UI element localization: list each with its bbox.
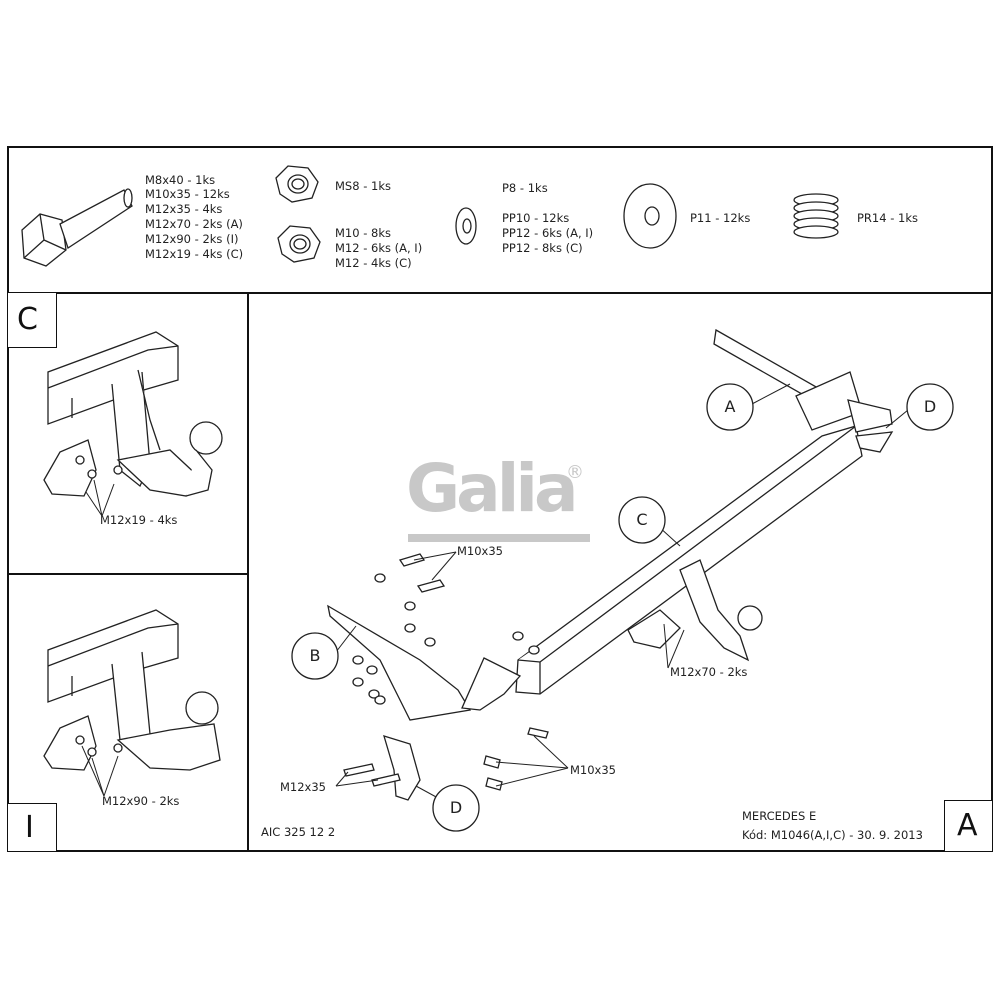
pr14-spec: PR14 - 1ks <box>857 211 918 225</box>
nut-m10-icon <box>277 225 321 263</box>
ms8-spec: MS8 - 1ks <box>335 179 391 193</box>
p11-spec: P11 - 12ks <box>690 211 751 225</box>
label-m12x35: M12x35 <box>280 780 326 794</box>
galia-logo-registered: ® <box>566 462 584 483</box>
ci-divider <box>7 573 248 575</box>
nut-spec-0: M10 - 8ks <box>335 226 391 240</box>
main-letter-box <box>944 800 993 852</box>
panel-c-bolt-label: M12x19 - 4ks <box>100 513 178 527</box>
panel-c-letter-box <box>7 292 57 348</box>
callout-d-bottom: D <box>449 798 463 817</box>
drawing-kod: Kód: M1046(A,I,C) - 30. 9. 2013 <box>742 828 923 842</box>
panel-c-towbar-drawing <box>43 331 223 497</box>
spring-washer-pr14-icon <box>793 193 839 239</box>
panel-i-letter: I <box>25 810 34 845</box>
label-m10x35-bottom: M10x35 <box>570 763 616 777</box>
washer-p8-icon <box>455 207 477 245</box>
nut-spec-1: M12 - 6ks (A, I) <box>335 241 423 255</box>
washer-spec-0: PP10 - 12ks <box>502 211 570 225</box>
left-panel-divider <box>247 292 249 852</box>
nut-ms8-icon <box>275 165 319 203</box>
callout-b: B <box>309 646 321 665</box>
washer-spec-2: PP12 - 8ks (C) <box>502 241 583 255</box>
hardware-divider <box>7 292 993 294</box>
bolt-spec-4: M12x90 - 2ks (I) <box>145 232 239 246</box>
panel-i-bolt-label: M12x90 - 2ks <box>102 794 180 808</box>
bolt-spec-1: M10x35 - 12ks <box>145 187 230 201</box>
bolt-icon <box>21 188 133 267</box>
drawing-frame <box>7 146 993 852</box>
main-towbar-assembly-drawing <box>327 328 894 801</box>
callout-circles <box>291 383 954 832</box>
vehicle-model: MERCEDES E <box>742 809 817 823</box>
p8-spec: P8 - 1ks <box>502 181 548 195</box>
panel-i-letter-box <box>7 803 57 852</box>
bolt-spec-3: M12x70 - 2ks (A) <box>145 217 243 231</box>
callout-d-top: D <box>923 397 937 416</box>
bolt-spec-2: M12x35 - 4ks <box>145 202 223 216</box>
drawing-code: AIC 325 12 2 <box>261 825 336 839</box>
label-m10x35-top: M10x35 <box>457 544 503 558</box>
galia-logo-underline <box>408 534 590 542</box>
panel-i-towbar-drawing <box>43 609 221 771</box>
washer-p11-icon <box>623 183 677 249</box>
bolt-spec-0: M8x40 - 1ks <box>145 173 216 187</box>
callout-c: C <box>636 510 648 529</box>
bolt-spec-5: M12x19 - 4ks (C) <box>145 247 244 261</box>
nut-spec-2: M12 - 4ks (C) <box>335 256 412 270</box>
washer-spec-1: PP12 - 6ks (A, I) <box>502 226 594 240</box>
galia-logo: Galia <box>406 450 578 527</box>
panel-c-letter: C <box>17 302 38 337</box>
main-letter: A <box>957 808 978 843</box>
label-m12x70: M12x70 - 2ks <box>670 665 748 679</box>
callout-a: A <box>724 397 736 416</box>
